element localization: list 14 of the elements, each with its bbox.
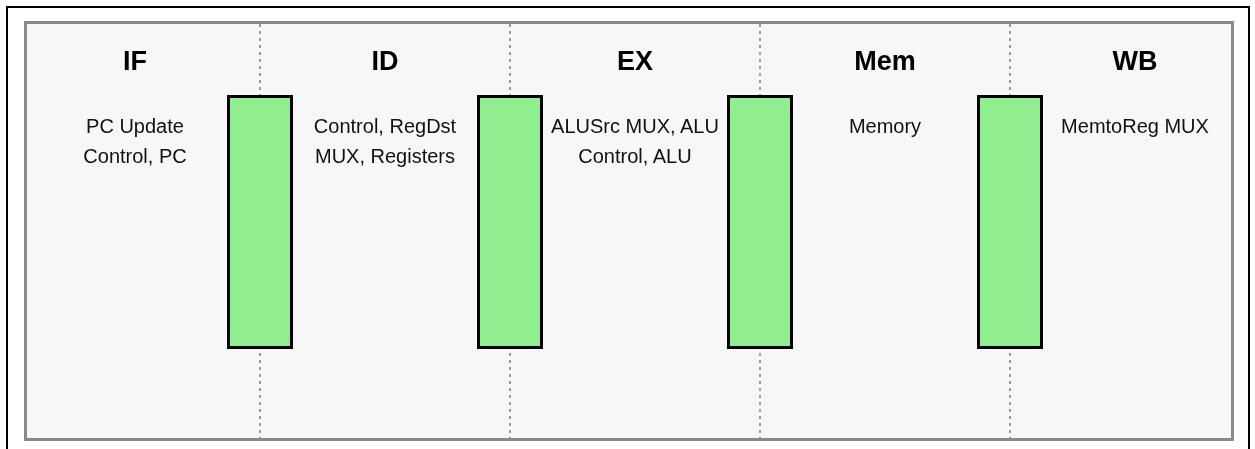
stage-heading: ID xyxy=(370,48,400,75)
stage-components-text: PC Update Control, PC xyxy=(82,114,188,169)
pipeline-register-bar xyxy=(477,95,543,349)
stage-components-text: ALUSrc MUX, ALU Control, ALU xyxy=(550,114,720,169)
stage-components-text: Memory xyxy=(847,114,923,139)
pipeline-register-bar xyxy=(227,95,293,349)
stage-components-text: Control, RegDst MUX, Registers xyxy=(312,114,458,169)
stage-heading: Mem xyxy=(853,48,917,75)
stage-components-text: MemtoReg MUX xyxy=(1060,114,1210,139)
stage-heading: IF xyxy=(122,48,148,75)
pipeline-register-bar xyxy=(977,95,1043,349)
pipeline-register-bar xyxy=(727,95,793,349)
stage-heading: WB xyxy=(1111,48,1159,75)
stage-heading: EX xyxy=(616,48,654,75)
